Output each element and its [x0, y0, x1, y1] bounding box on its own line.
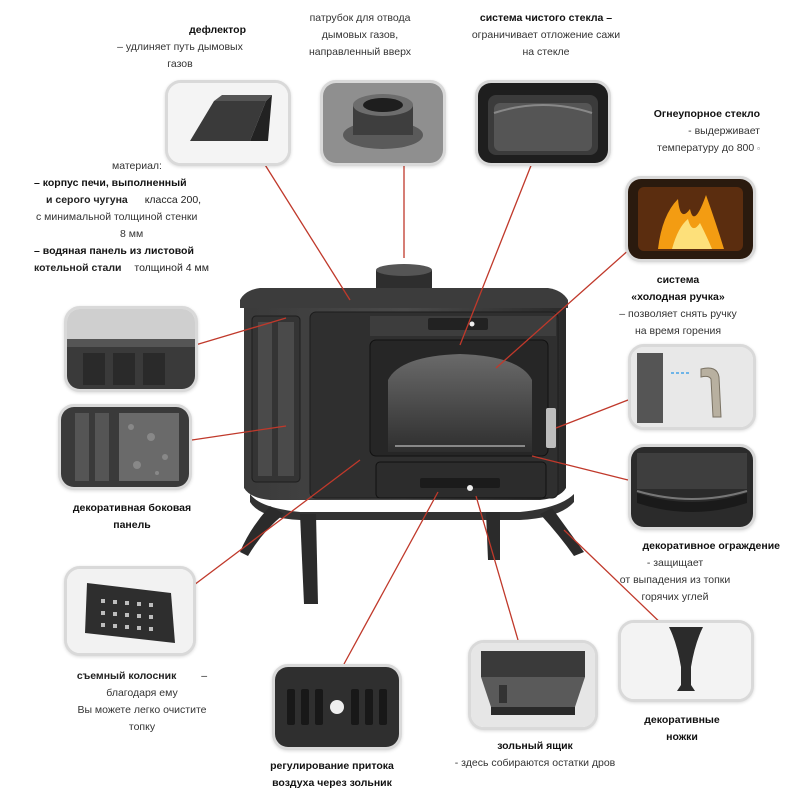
material-line4: 8 мм: [120, 228, 144, 240]
guard-text: - защищает от выпадения из топки горячих…: [619, 557, 731, 603]
flue-label: патрубок для отвода дымовых газов, напра…: [290, 10, 430, 61]
legs-title: декоративные ножки: [644, 714, 720, 743]
guard-icon: [631, 447, 753, 527]
ash-drawer-icon: [471, 643, 595, 727]
material-line6: котельной стали: [34, 262, 122, 274]
stove-flue: [376, 270, 432, 292]
ash-drawer-thumbnail: [468, 640, 598, 730]
cast-panel-thumbnail: [58, 404, 192, 490]
cold-handle-label: система «холодная ручка» – позволяет сня…: [588, 272, 768, 340]
fire-glass-title: Огнеупорное стекло: [653, 108, 760, 120]
cold-handle-text: – позволяет снять ручку на время горения: [619, 308, 737, 337]
flue-text: патрубок для отвода дымовых газов, напра…: [308, 12, 412, 58]
clean-glass-label: система чистого стекла – ограничивает от…: [458, 10, 634, 61]
air-thumbnail: [272, 664, 402, 750]
side-panel-label: декоративная боковая панель: [42, 500, 222, 534]
legs-thumbnail: [618, 620, 754, 702]
flame-icon: [628, 179, 753, 259]
material-intro: материал:: [112, 160, 162, 172]
degree-glyph: ▫: [757, 144, 760, 153]
grate-icon: [67, 569, 193, 653]
side-panel-icon: [67, 309, 195, 389]
air-label: регулирование притока воздуха через золь…: [232, 758, 432, 792]
deflector-thumbnail: [165, 80, 291, 166]
grate-title: съемный колосник: [76, 670, 177, 682]
cold-handle-thumbnail: [628, 344, 756, 430]
clean-glass-thumbnail: [475, 80, 611, 166]
ash-label: зольный ящик - здесь собираются остатки …: [440, 738, 630, 772]
material-line5: – водяная панель из листовой: [34, 245, 194, 257]
fire-glass-text: - выдерживает температуру до 800: [657, 125, 760, 154]
stove-leg: [486, 512, 500, 560]
stove-door-handle: [546, 408, 556, 448]
guard-thumbnail: [628, 444, 756, 530]
grate-dash: –: [201, 670, 208, 682]
clean-glass-title: система чистого стекла –: [479, 12, 613, 24]
air-title: регулирование притока воздуха через золь…: [270, 760, 394, 789]
material-label: материал: – корпус печи, выполненный и с…: [28, 158, 248, 277]
guard-title: декоративное ограждение: [642, 540, 780, 552]
guard-label: декоративное ограждение - защищает от вы…: [570, 538, 780, 606]
fire-glass-thumbnail: [625, 176, 756, 262]
stove-leg: [300, 514, 318, 604]
flue-pipe-icon: [323, 83, 443, 163]
ash-text: - здесь собираются остатки дров: [454, 757, 616, 769]
air-vent-icon: [275, 667, 399, 747]
leg-icon: [621, 623, 751, 699]
grate-thumbnail: [64, 566, 196, 656]
cold-handle-title1: система: [656, 274, 700, 286]
grate-label: съемный колосник – благодаря ему Вы може…: [54, 668, 230, 736]
side-panel-title: декоративная боковая панель: [72, 502, 192, 531]
stove-leg: [240, 506, 284, 556]
deflector-text: – удлиняет путь дымовых газов: [117, 41, 243, 70]
deflector-icon: [168, 83, 288, 163]
cold-handle-title2: «холодная ручка»: [631, 291, 725, 303]
deflector-title: дефлектор: [189, 24, 246, 36]
legs-label: декоративные ножки: [612, 712, 752, 746]
flue-thumbnail: [320, 80, 446, 166]
side-panel-thumbnail: [64, 306, 198, 392]
deflector-label: дефлектор – удлиняет путь дымовых газов: [100, 22, 260, 73]
fire-glass-label: Огнеупорное стекло - выдерживает темпера…: [600, 106, 760, 157]
material-line1: – корпус печи, выполненный: [34, 177, 187, 189]
handle-icon: [631, 347, 753, 427]
stove-glass: [388, 354, 532, 452]
material-line6b: толщиной 4 мм: [134, 262, 209, 274]
material-line2b: класса 200,: [144, 194, 202, 206]
cast-panel-icon: [61, 407, 189, 487]
ash-title: зольный ящик: [497, 740, 573, 752]
clean-glass-text: ограничивает отложение сажи на стекле: [471, 29, 621, 58]
grate-text: благодаря ему Вы можете легко очистите т…: [77, 687, 207, 733]
glass-icon: [478, 83, 608, 163]
material-line3: с минимальной толщиной стенки: [36, 211, 198, 223]
material-line2: и серого чугуна: [46, 194, 128, 206]
stove-top-plate: [240, 288, 568, 308]
